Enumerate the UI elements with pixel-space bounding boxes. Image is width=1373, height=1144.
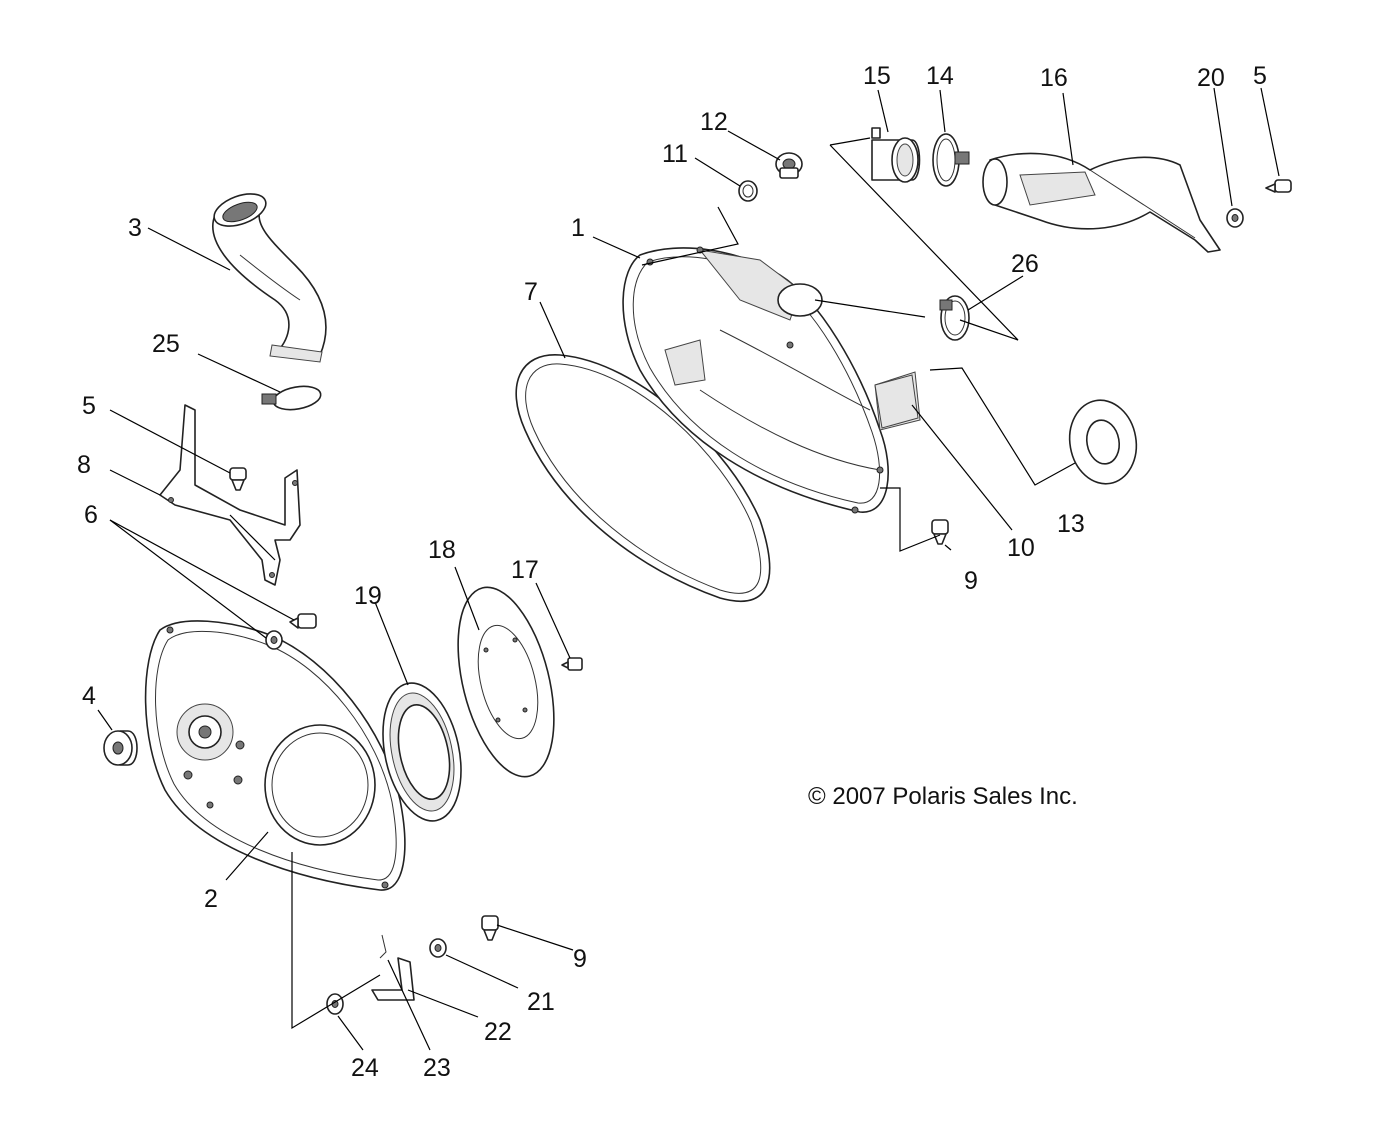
callout-16: 16 [1040,64,1068,92]
part-5-bolt-left [229,467,247,491]
part-12-plug [775,152,803,179]
callout-19: 19 [354,582,382,610]
callout-1: 1 [571,214,585,242]
part-25-clamp [261,385,322,411]
callout-17: 17 [511,556,539,584]
callout-6: 6 [84,501,98,529]
part-21-washer [429,938,447,958]
callout-5-upper-right: 5 [1253,62,1267,90]
part-20-washer [1226,208,1244,228]
leader-lines [97,87,1280,1051]
callout-9-upper: 9 [964,567,978,595]
callout-22: 22 [484,1018,512,1046]
part-17-screw [561,657,583,671]
callout-3: 3 [128,214,142,242]
callout-8: 8 [77,451,91,479]
copyright-notice: © 2007 Polaris Sales Inc. [808,783,1078,810]
part-22-bracket [371,957,415,1001]
callout-15: 15 [863,62,891,90]
callout-2: 2 [204,885,218,913]
callout-11: 11 [662,140,688,168]
callout-23: 23 [423,1054,451,1082]
part-18-plate [457,586,555,778]
part-11-o-ring [738,180,758,202]
part-9-bolt-lower [481,915,499,941]
part-10-label [874,374,919,429]
part-15-coupler [871,127,921,183]
callout-20: 20 [1197,64,1225,92]
callout-7: 7 [524,278,538,306]
part-6-washer [265,630,283,650]
callout-13: 13 [1057,510,1085,538]
callout-9-lower: 9 [573,945,587,973]
part-8-bracket [159,404,301,586]
part-14-clamp [932,133,970,187]
callout-5-left: 5 [82,392,96,420]
part-3-intake-duct [212,193,327,363]
callout-25: 25 [152,330,180,358]
part-2-inner-clutch-cover [144,620,406,891]
callout-26: 26 [1011,250,1039,278]
part-9-bolt-upper [931,519,949,545]
callout-labels: 15 14 16 20 5 12 11 1 26 7 3 25 5 8 6 13… [77,62,1267,1082]
part-13-decal [1068,399,1138,485]
callout-21: 21 [527,988,555,1016]
part-23-pin [379,934,387,959]
part-4-bushing [103,730,138,766]
callout-14: 14 [926,62,954,90]
part-26-clamp [939,295,970,341]
callout-10: 10 [1007,534,1035,562]
part-16-outlet-duct [982,152,1221,253]
callout-4: 4 [82,682,96,710]
part-5-screw-right [1265,179,1292,193]
part-24-washer [326,993,344,1015]
part-19-seal [382,682,462,822]
callout-12: 12 [700,108,728,136]
callout-24: 24 [351,1054,379,1082]
callout-18: 18 [428,536,456,564]
part-6-bolt [289,613,317,629]
